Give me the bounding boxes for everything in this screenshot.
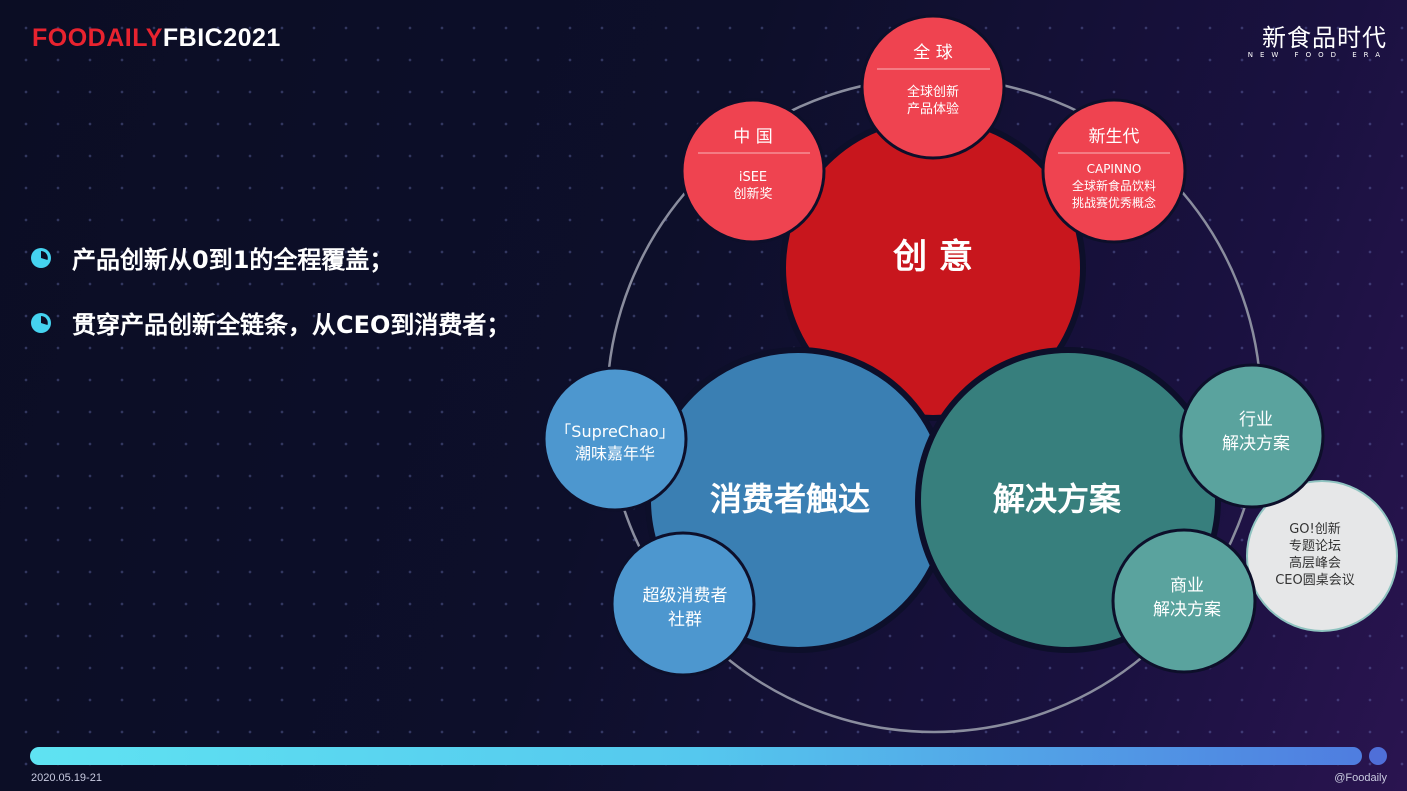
community-satellite: 超级消费者 社群 bbox=[610, 531, 756, 677]
china-line-2: 创新奖 bbox=[733, 186, 772, 202]
progress-dot bbox=[1369, 747, 1387, 765]
bullet-text: 产品创新从0到1的全程覆盖； bbox=[72, 246, 394, 274]
suprechao-satellite: 「SupreChao」 潮味嘉年华 bbox=[542, 366, 688, 512]
new-generation-satellite: 新生代 CAPINNO 全球新食品饮料 挑战赛优秀概念 bbox=[1041, 98, 1187, 244]
global-title: 全 球 bbox=[913, 43, 952, 63]
community-line-1: 超级消费者 bbox=[643, 586, 728, 606]
china-title: 中 国 bbox=[733, 127, 772, 147]
newgen-line-1: CAPINNO bbox=[1087, 162, 1142, 176]
bullet-text: 贯穿产品创新全链条，从CEO到消费者； bbox=[72, 311, 511, 339]
business-solutions-satellite: 商业 解决方案 bbox=[1111, 528, 1257, 674]
consumer-reach-label: 消费者触达 bbox=[710, 480, 870, 518]
industry-solutions-satellite: 行业 解决方案 bbox=[1179, 363, 1325, 509]
solutions-label: 解决方案 bbox=[993, 480, 1122, 518]
global-line-1: 全球创新 bbox=[907, 84, 959, 100]
newgen-line-2: 全球新食品饮料 bbox=[1072, 178, 1156, 193]
newgen-line-3: 挑战赛优秀概念 bbox=[1072, 195, 1156, 210]
social-handle: @Foodaily bbox=[1334, 772, 1387, 784]
bullet-pie-icon bbox=[31, 247, 51, 268]
industry-line-2: 解决方案 bbox=[1222, 434, 1290, 454]
community-line-2: 社群 bbox=[668, 610, 702, 630]
foodaily-logo: FOODAILYFBIC2021 bbox=[32, 24, 281, 52]
go-line-2: 专题论坛 bbox=[1289, 539, 1341, 554]
creativity-label: 创 意 bbox=[892, 237, 973, 277]
bullet-list: 产品创新从0到1的全程覆盖； 贯穿产品创新全链条，从CEO到消费者； bbox=[30, 240, 510, 370]
progress-bar bbox=[30, 747, 1362, 765]
china-line-1: iSEE bbox=[739, 170, 767, 185]
global-line-2: 产品体验 bbox=[907, 101, 959, 117]
newgen-title: 新生代 bbox=[1089, 127, 1140, 147]
go-line-4: CEO圆桌会议 bbox=[1275, 573, 1355, 588]
go-line-3: 高层峰会 bbox=[1289, 555, 1341, 571]
business-line-1: 商业 bbox=[1170, 576, 1204, 596]
go-innovation-satellite: GO!创新 专题论坛 高层峰会 CEO圆桌会议 bbox=[1246, 480, 1398, 632]
bullet-item: 产品创新从0到1的全程覆盖； bbox=[30, 240, 510, 275]
suprechao-line-1: 「SupreChao」 bbox=[555, 422, 674, 441]
global-satellite: 全 球 全球创新 产品体验 bbox=[860, 14, 1006, 160]
industry-line-1: 行业 bbox=[1239, 410, 1273, 430]
go-line-1: GO!创新 bbox=[1289, 521, 1341, 537]
business-line-2: 解决方案 bbox=[1153, 600, 1221, 620]
bullet-pie-icon bbox=[31, 312, 51, 333]
event-date: 2020.05.19-21 bbox=[31, 772, 102, 784]
bullet-item: 贯穿产品创新全链条，从CEO到消费者； bbox=[30, 305, 510, 340]
china-satellite: 中 国 iSEE 创新奖 bbox=[680, 98, 826, 244]
suprechao-line-2: 潮味嘉年华 bbox=[575, 444, 655, 463]
new-food-era-logo: 新食品时代 NEW FOOD ERA bbox=[1247, 24, 1387, 59]
